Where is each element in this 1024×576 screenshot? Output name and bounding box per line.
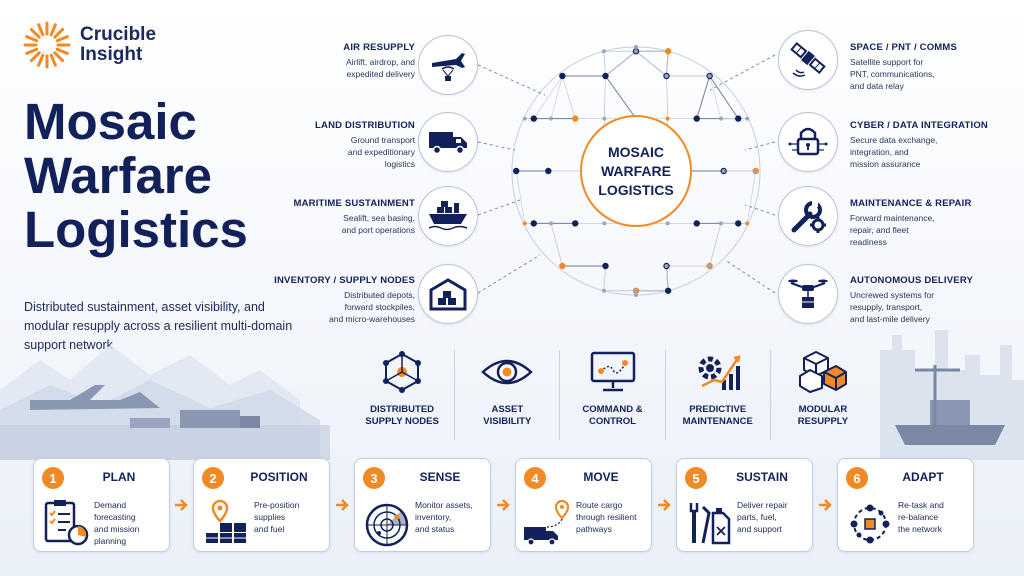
tools-fuel-icon xyxy=(689,503,731,545)
capability-title: SPACE / PNT / COMMS xyxy=(850,42,958,53)
capability-maintenance-repair: MAINTENANCE & REPAIR Forward maintenance… xyxy=(850,198,1010,248)
page-title: Mosaic Warfare Logistics xyxy=(24,95,294,257)
title-line-2: Warfare xyxy=(24,147,213,204)
step-title: SENSE xyxy=(419,470,461,484)
clipboard-icon xyxy=(44,500,89,546)
capability-inventory-supply-nodes: INVENTORY / SUPPLY NODES Distributed dep… xyxy=(270,275,415,325)
satellite-icon xyxy=(778,30,838,90)
ship-icon xyxy=(418,186,478,246)
brand-name: Crucible Insight xyxy=(80,24,157,65)
wrench-gear-icon xyxy=(778,186,838,246)
airplane-parachute-icon xyxy=(418,35,478,95)
step-number: 3 xyxy=(363,467,385,489)
step-number: 5 xyxy=(685,467,707,489)
warehouse-icon xyxy=(418,264,478,324)
drone-icon xyxy=(778,264,838,324)
arrow-right-icon xyxy=(819,499,832,511)
center-label-line-3: LOGISTICS xyxy=(598,181,674,198)
arrow-right-icon xyxy=(658,499,671,511)
brand: Crucible Insight xyxy=(22,20,190,70)
step-number: 2 xyxy=(202,467,224,489)
capability-title: LAND DISTRIBUTION xyxy=(315,120,415,131)
capability-space-pnt-comms: SPACE / PNT / COMMS Satellite support fo… xyxy=(850,42,1010,92)
capability-desc: Sealift, sea basing,and port operations xyxy=(341,213,415,235)
step-number: 1 xyxy=(42,467,64,489)
center-label-line-2: WARFARE xyxy=(600,162,671,179)
capability-desc: Distributed depots,forward stockpiles,an… xyxy=(329,290,415,324)
capability-title: CYBER / DATA INTEGRATION xyxy=(850,120,988,131)
capability-title: AIR RESUPPLY xyxy=(343,42,415,53)
title-line-3: Logistics xyxy=(24,201,248,258)
network-nodes-icon xyxy=(383,351,422,393)
lock-circuit-icon xyxy=(778,112,838,172)
truck-route-icon xyxy=(524,499,570,546)
step-title: PLAN xyxy=(102,470,136,484)
eye-icon xyxy=(481,359,534,385)
cubes-icon xyxy=(798,351,847,393)
step-title: MOVE xyxy=(583,470,619,484)
cycle-network-icon xyxy=(850,504,890,544)
step-desc: Monitor assets,inventory,and status xyxy=(415,500,473,534)
capability-title: INVENTORY / SUPPLY NODES xyxy=(274,275,415,286)
monitor-route-icon xyxy=(590,351,635,392)
title-line-1: Mosaic xyxy=(24,93,197,150)
step-sense: 3 SENSE Monitor assets,inventory,and sta… xyxy=(354,458,491,552)
step-title: SUSTAIN xyxy=(736,470,788,484)
page-subtitle: Distributed sustainment, asset visibilit… xyxy=(24,300,293,352)
center-label-line-1: MOSAIC xyxy=(607,143,664,160)
truck-icon xyxy=(418,112,478,172)
arrow-right-icon xyxy=(336,499,349,511)
gear-chart-icon xyxy=(698,355,741,390)
capability-maritime-sustainment: MARITIME SUSTAINMENT Sealift, sea basing… xyxy=(270,198,415,236)
sunburst-logo-icon xyxy=(23,21,71,69)
step-number: 4 xyxy=(524,467,546,489)
arrow-right-icon xyxy=(497,499,510,511)
capability-title: MARITIME SUSTAINMENT xyxy=(293,198,415,209)
center-label: MOSAIC WARFARE LOGISTICS xyxy=(580,115,692,227)
step-title: ADAPT xyxy=(902,470,944,484)
capability-autonomous-delivery: AUTONOMOUS DELIVERY Uncrewed systems for… xyxy=(850,275,1010,325)
pin-crates-icon xyxy=(206,499,246,543)
arrow-right-icon xyxy=(175,499,188,511)
capability-cyber-data-integration: CYBER / DATA INTEGRATION Secure data exc… xyxy=(850,120,1010,170)
capability-title: MAINTENANCE & REPAIR xyxy=(850,198,972,209)
capability-title: AUTONOMOUS DELIVERY xyxy=(850,275,974,286)
landscape-scenery xyxy=(0,330,1024,460)
step-title: POSITION xyxy=(250,470,308,484)
pillar-command-control: COMMAND &CONTROL xyxy=(560,350,666,440)
pillar-label: COMMAND &CONTROL xyxy=(582,404,643,427)
step-number: 6 xyxy=(846,467,868,489)
radar-icon xyxy=(365,503,409,547)
